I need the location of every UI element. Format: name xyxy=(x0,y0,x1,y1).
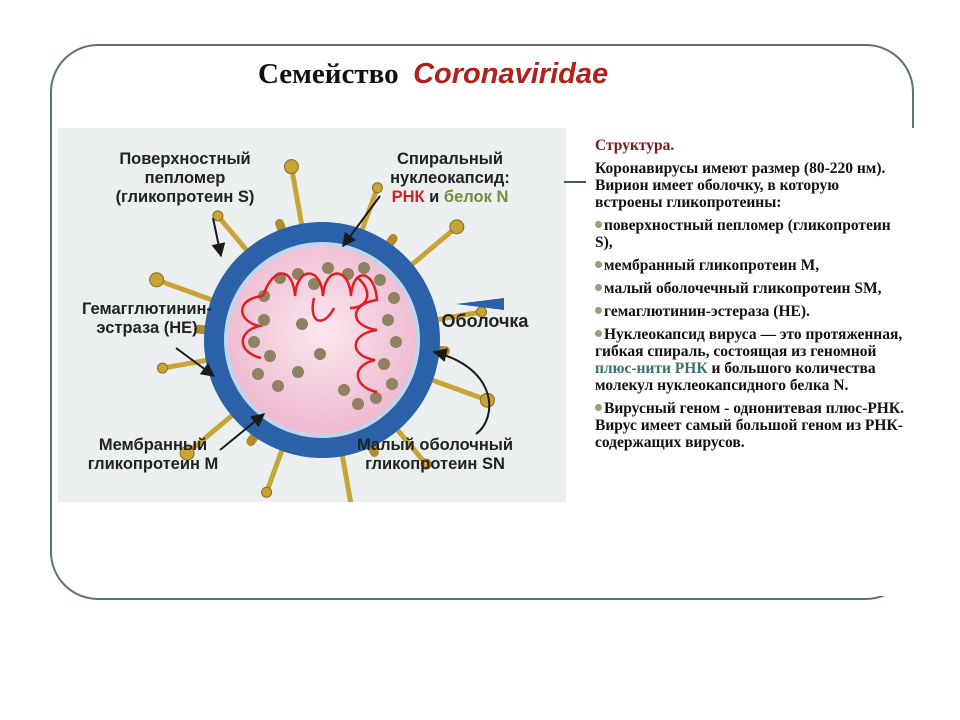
peplomer-stalk xyxy=(185,410,238,456)
label-he-line-2: эстраза (НЕ) xyxy=(96,319,198,337)
nucleoprotein-bead xyxy=(258,314,270,326)
arrow-nucleocapsid xyxy=(342,195,381,248)
nucleoprotein-bead xyxy=(370,392,382,404)
label-small-envelope-line-2: гликопротеин SN xyxy=(365,455,505,473)
bullet-icon xyxy=(595,221,602,228)
label-peplomer: Поверхностный пепломер (гликопротеин S) xyxy=(90,150,280,207)
list-item-text: малый оболочечный гликопротеин SM, xyxy=(604,280,882,297)
title-main: Семейство xyxy=(258,58,399,90)
peplomer-stalk xyxy=(155,277,218,305)
nucleoprotein-bead xyxy=(264,350,276,362)
panel-heading: Структура. xyxy=(595,137,675,154)
nucleocapsid-text-end: и большого количества молекул нуклеокапс… xyxy=(595,360,876,394)
nucleoprotein-bead xyxy=(314,348,326,360)
peplomer-stalk xyxy=(264,444,287,494)
peplomer-head xyxy=(156,362,168,374)
bullet-icon xyxy=(595,261,602,268)
list-item: гемаглютинин-эстераза (НЕ). xyxy=(595,303,907,320)
label-membrane-line-1: Мембранный xyxy=(98,436,208,454)
nucleoprotein-bead xyxy=(322,262,334,274)
label-peplomer-line-3: (гликопротеин S) xyxy=(115,188,255,206)
list-item-text: поверхностный пепломер (гликопротеин S), xyxy=(595,217,891,251)
label-nucleocapsid: Спиральный нуклеокапсид: РНК и белок N xyxy=(370,150,530,207)
nucleoprotein-bead xyxy=(296,318,308,330)
peplomer-head xyxy=(420,458,432,470)
nucleoprotein-bead xyxy=(248,336,260,348)
peplomer-head xyxy=(149,272,165,288)
peplomer-stalk xyxy=(338,449,354,502)
peplomer-head xyxy=(283,159,299,175)
label-rna: РНК xyxy=(391,188,425,206)
peplomer-head xyxy=(371,182,383,194)
nucleoprotein-bead xyxy=(388,292,400,304)
nucleoprotein-bead xyxy=(358,262,370,274)
nucleoprotein-bead xyxy=(390,336,402,348)
peplomer-stalk xyxy=(426,375,489,403)
bullet-icon xyxy=(595,284,602,291)
peplomer-stalk xyxy=(162,356,213,371)
label-peplomer-line-1: Поверхностный xyxy=(119,150,251,168)
label-nucleocapsid-line-2: нуклеокапсид: xyxy=(390,169,510,187)
peplomer-stalk xyxy=(215,214,252,256)
list-item: Нуклеокапсид вируса — это протяженная, г… xyxy=(595,326,907,394)
nucleoprotein-bead xyxy=(378,358,390,370)
nucleoprotein-bead xyxy=(386,378,398,390)
list-item: мембранный гликопротеин М, xyxy=(595,257,907,274)
nucleocapsid-text-start: Нуклеокапсид вируса — это протяженная, г… xyxy=(595,326,903,360)
label-nucleocapsid-line-3: РНК и белок N xyxy=(370,188,530,207)
list-item: Вирусный геном - однонитевая плюс-РНК. В… xyxy=(595,400,907,451)
label-small-envelope-line-1: Малый оболочный xyxy=(356,436,514,454)
list-item: малый оболочечный гликопротеин SM, xyxy=(595,280,907,297)
genome-text: Вирусный геном - однонитевая плюс-РНК. В… xyxy=(595,400,904,451)
list-item-text: мембранный гликопротеин М, xyxy=(604,257,820,274)
plus-rna-highlight: плюс-нити РНК xyxy=(595,360,708,377)
arrow-membrane xyxy=(219,413,266,451)
peplomer-head xyxy=(212,210,224,222)
label-protein-n: белок N xyxy=(443,188,509,206)
nucleoprotein-bead xyxy=(338,384,350,396)
label-nucleocapsid-line-1: Спиральный xyxy=(396,150,504,168)
nucleoprotein-bead xyxy=(252,368,264,380)
label-he-line-1: Гемагглютинин- xyxy=(82,300,212,318)
label-envelope-text: Оболочка xyxy=(441,311,529,331)
bullet-icon xyxy=(595,330,602,337)
nucleoprotein-bead xyxy=(382,314,394,326)
arrow-peplomer xyxy=(211,217,226,258)
peplomer-head xyxy=(261,486,273,498)
peplomer-head xyxy=(449,219,465,235)
label-membrane: Мембранный гликопротеин М xyxy=(68,436,238,474)
title-family-name: Coronaviridae xyxy=(413,58,609,90)
panel-body: Коронавирусы имеют размер (80-220 нм). В… xyxy=(595,160,907,457)
bullet-icon xyxy=(595,404,602,411)
panel-intro: Коронавирусы имеют размер (80-220 нм). В… xyxy=(595,160,886,211)
panel-connector-line xyxy=(564,181,586,183)
label-and: и xyxy=(424,188,444,206)
list-item-text: гемаглютинин-эстераза (НЕ). xyxy=(604,303,810,320)
label-envelope: Оболочка xyxy=(430,312,540,331)
label-peplomer-line-2: пепломер xyxy=(144,169,226,187)
label-he: Гемагглютинин- эстраза (НЕ) xyxy=(62,300,232,338)
label-small-envelope: Малый оболочный гликопротеин SN xyxy=(340,436,530,474)
peplomer-stalk xyxy=(288,166,306,231)
bullet-icon xyxy=(595,307,602,314)
nucleoprotein-bead xyxy=(272,380,284,392)
nucleoprotein-bead xyxy=(292,366,304,378)
arrow-he xyxy=(175,347,216,377)
peplomer-stalk xyxy=(406,224,459,270)
envelope-pointer-arrow xyxy=(456,298,504,310)
nucleoprotein-bead xyxy=(374,274,386,286)
arrow-small-envelope xyxy=(432,348,491,435)
peplomer-head xyxy=(179,445,195,461)
label-membrane-line-2: гликопротеин М xyxy=(87,455,219,473)
list-item: поверхностный пепломер (гликопротеин S), xyxy=(595,217,907,251)
nucleoprotein-bead xyxy=(352,398,364,410)
peplomer-stalk xyxy=(431,309,482,324)
nucleoprotein-bead xyxy=(308,278,320,290)
description-panel xyxy=(586,128,914,596)
peplomer-stalk xyxy=(392,424,429,466)
slide-title: Семейство Coronaviridae xyxy=(258,58,608,91)
rna-helix xyxy=(240,272,379,394)
virion-diagram xyxy=(149,159,504,502)
